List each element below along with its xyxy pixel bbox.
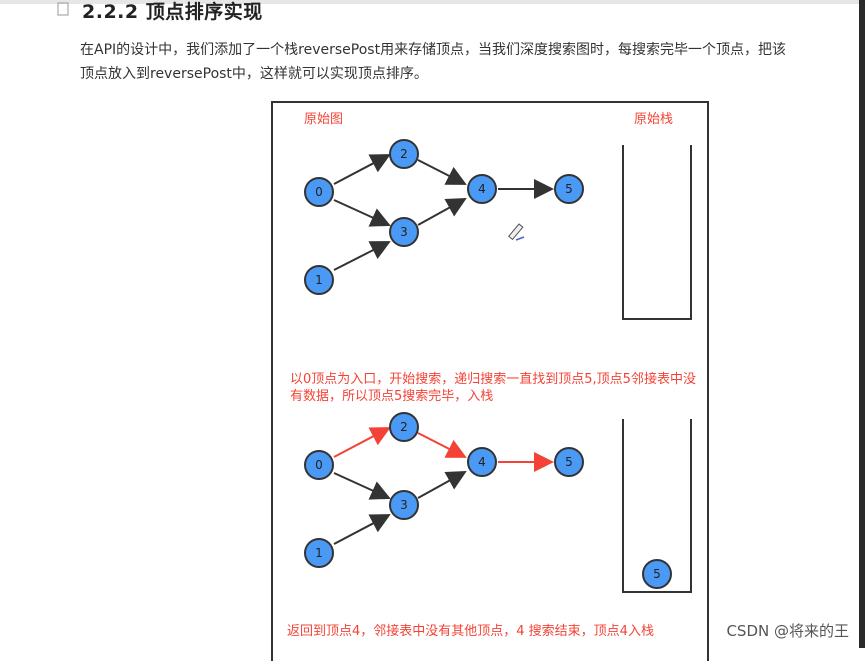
step-2-caption: 返回到顶点4，邻接表中没有其他顶点，4 搜索结束，顶点4入栈 <box>287 624 654 639</box>
edge2-0-3 <box>333 472 391 500</box>
graph1-node-4: 4 <box>467 174 497 204</box>
graph2-node-4: 4 <box>467 447 497 477</box>
edge2-0-2 <box>333 427 391 458</box>
graph2-node-1: 1 <box>304 538 334 568</box>
edge-3-4 <box>417 198 467 226</box>
watermark: CSDN @将来的王 <box>726 622 849 640</box>
graph1-node-1: 1 <box>304 265 334 295</box>
edge-0-3 <box>333 199 391 227</box>
edge2-2-4 <box>417 432 467 458</box>
graph1-node-5: 5 <box>554 174 584 204</box>
edge2-3-4 <box>417 471 467 499</box>
section-paragraph: 在API的设计中，我们添加了一个栈reversePost用来存储顶点，当我们深度… <box>80 42 787 82</box>
graph1-node-2: 2 <box>389 139 419 169</box>
window-edge <box>859 0 865 648</box>
graph-edges <box>333 154 554 545</box>
stack-after-step-1 <box>622 419 692 593</box>
top-bar <box>0 0 865 4</box>
graph2-node-3: 3 <box>389 490 419 520</box>
pen-cursor-icon <box>508 223 524 241</box>
edge2-1-3 <box>333 514 391 545</box>
graph2-node-0: 0 <box>304 450 334 480</box>
section-heading: 2.2.2 顶点排序实现 <box>82 1 263 23</box>
stack-item-5: 5 <box>642 559 672 589</box>
graph2-node-2: 2 <box>389 412 419 442</box>
original-graph-label: 原始图 <box>304 112 344 127</box>
link-icon[interactable] <box>56 2 70 16</box>
graph1-node-3: 3 <box>389 217 419 247</box>
graph2-node-5: 5 <box>554 447 584 477</box>
topological-sort-figure: 原始图 原始栈 0 1 2 3 <box>271 101 709 661</box>
edge-1-3 <box>333 241 391 271</box>
edge-2-4 <box>417 159 467 185</box>
edge-0-2 <box>333 154 391 185</box>
step-1-caption: 以0顶点为入口，开始搜索，递归搜索一直找到顶点5,顶点5邻接表中没有数据，所以顶… <box>290 372 696 404</box>
original-stack <box>622 145 692 320</box>
original-stack-label: 原始栈 <box>634 112 674 127</box>
graph1-node-0: 0 <box>304 177 334 207</box>
